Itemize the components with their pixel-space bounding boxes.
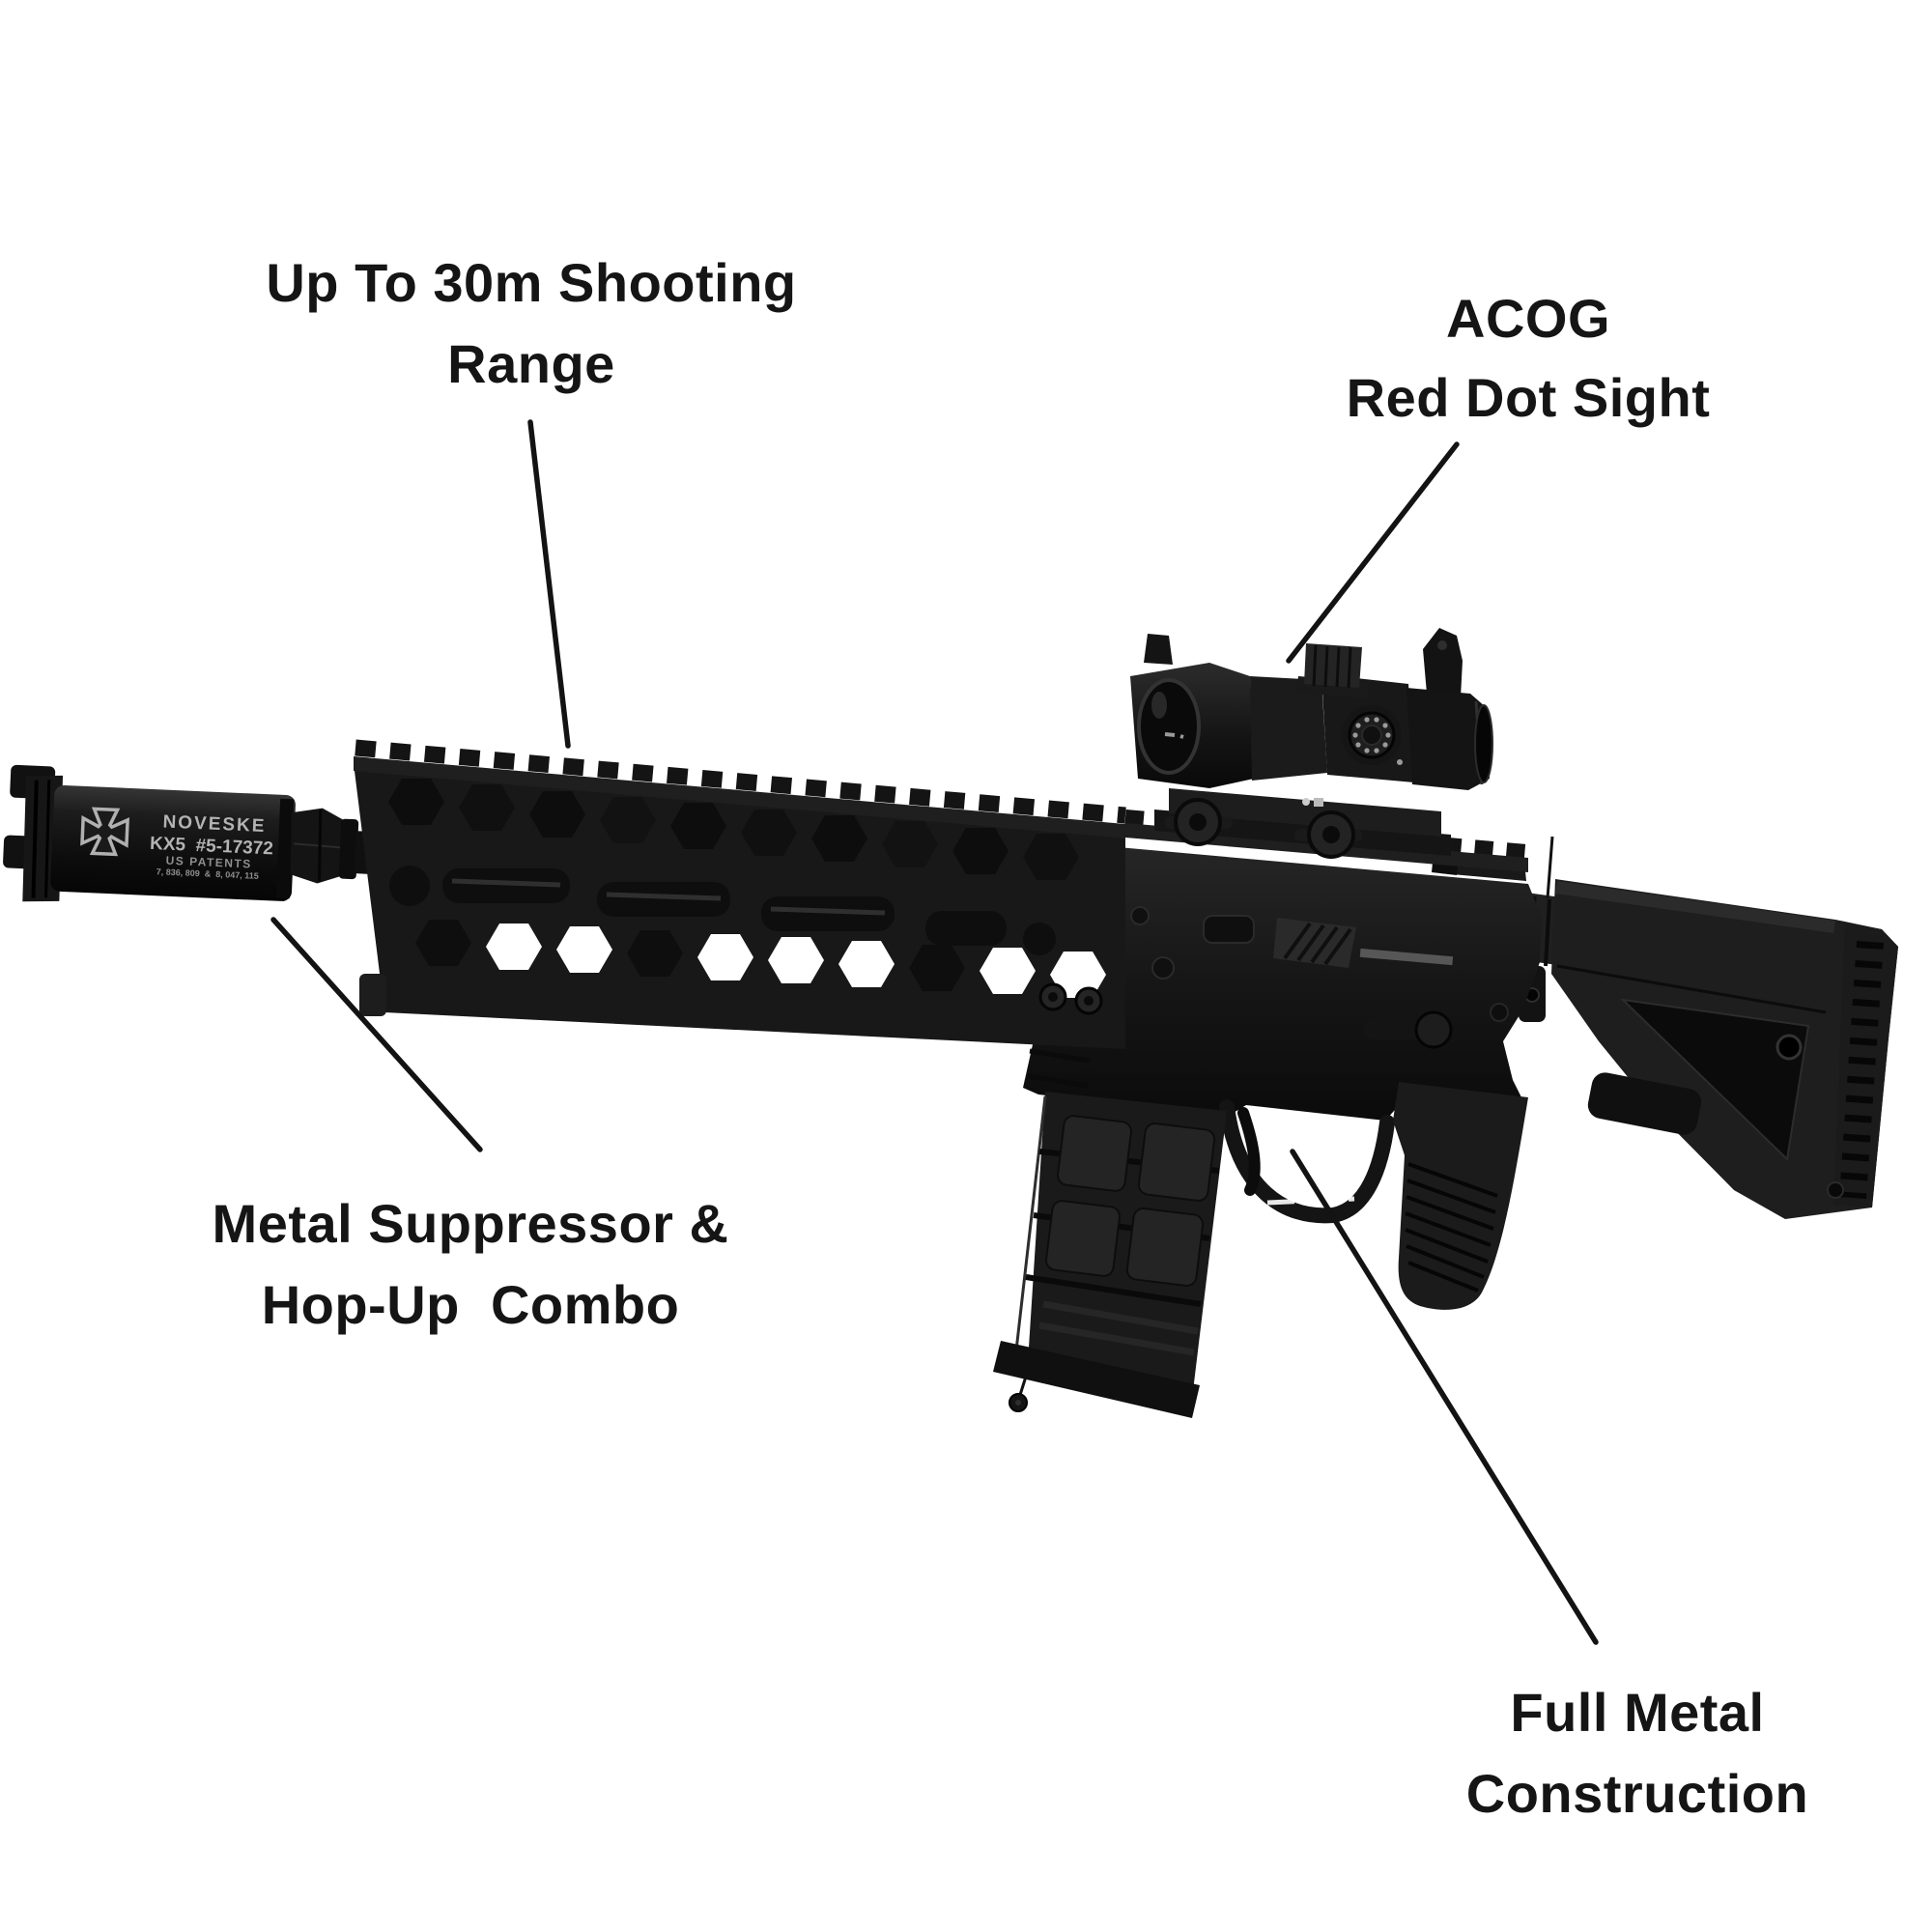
acog-scope [1130,628,1493,859]
buffer-tube-ring [1544,898,1551,967]
callout-line-suppressor [270,917,483,1152]
lens-marking [1164,732,1176,737]
handguard-screws [1038,982,1103,1015]
illumination-dial-cap [1361,724,1382,746]
annotation-labels: Up To 30m Shooting Range ACOG Red Dot Si… [213,252,1808,1824]
callout-line-optic [1286,441,1460,664]
trigger-guard-slits [1266,1196,1355,1206]
label-shooting-range-line1: Up To 30m Shooting [266,252,796,313]
lens-glint [1151,692,1167,719]
pivot-pin [1130,906,1150,925]
serial-strip [1359,948,1454,966]
hex-facet [318,810,323,882]
handguard-front-lip [359,974,386,1016]
rear-pin [1490,1003,1509,1022]
mount-thumb-nut-core [1189,813,1207,831]
stock-window [1620,998,1810,1162]
trigger [1237,1107,1261,1196]
label-optic-line1: ACOG [1446,288,1610,349]
stock-screw [1827,1181,1844,1199]
illumination-dial-dots [1352,717,1391,753]
barrel-glint [606,892,722,901]
cap-groove [44,780,51,898]
handguard-mlok-slots [389,866,1056,955]
label-suppressor-line1: Metal Suppressor & [213,1193,729,1254]
stock-seam [1556,964,1827,1014]
magazine-front-edge [1014,1095,1047,1351]
scope-front-sight-blade [1144,634,1173,665]
magazine-bottom-grooves [1038,1300,1199,1356]
mount-thumb-nut-core [1322,826,1340,843]
callout-line-shooting-range [527,419,571,749]
dial-index-dot [1397,759,1403,765]
stock-top-highlight [1555,881,1835,933]
scope-top-turret [1304,643,1362,688]
noveske-cross-logo [80,807,129,857]
winding-key-dot [1015,1400,1021,1406]
label-suppressor-line2: Hop-Up Combo [262,1274,680,1335]
handguard [354,739,1528,1049]
magazine [993,1092,1227,1418]
receiver [1023,846,1542,1121]
magazine-texture-panels [1045,1115,1216,1287]
scope-eyepiece [1406,688,1490,790]
turret-knurling [1312,644,1352,689]
suppressor-patents-label: US PATENTS [165,854,252,871]
scope-body-tube [1250,676,1327,781]
bolt-catch [1203,915,1255,944]
ocular-lens [1474,704,1493,783]
receiver-body [1023,846,1542,1121]
handguard-rail-notches [355,739,1126,824]
rear-fin-hole [1437,640,1447,650]
selector-boss [1414,1010,1453,1049]
winding-key-stem [1018,1376,1028,1396]
callout-lines [270,419,1599,1645]
takedown-pin [1151,956,1175,980]
magazine-baseplate [993,1341,1200,1418]
cap-groove [31,780,39,898]
pistol-grip [1393,1082,1528,1310]
stock-latch [1587,1072,1702,1135]
label-optic-line2: Red Dot Sight [1347,367,1711,428]
scope-lens [1137,678,1201,775]
handguard-rail [354,756,1125,838]
barrel-collar [338,818,359,880]
suppressor: NOVESKE KX5 #5-17372 US PATENTS 7, 836, … [3,764,399,902]
butt-pad-ribs [1839,941,1884,1199]
sling-wire [1546,836,1554,899]
suppressor-patents-numbers: 7, 836, 809 & 8, 047, 115 [156,867,259,881]
callout-line-construction [1290,1149,1599,1645]
scope-rear-fin [1423,628,1463,697]
label-shooting-range-line2: Range [447,333,615,394]
grip-ribs [1405,1162,1498,1293]
barrel-glint [770,906,886,916]
latch-plate-hatch [1283,922,1352,966]
grip-body [1393,1082,1528,1310]
label-construction-line1: Full Metal [1510,1682,1764,1743]
suppressor-brand-text: NOVESKE [162,811,267,837]
stock [1509,836,1898,1219]
lens-marking [1179,734,1184,739]
mount-index-dot [1302,798,1310,806]
rifle-illustration: NOVESKE KX5 #5-17372 US PATENTS 7, 836, … [3,628,1898,1418]
scope-mount-bar [1169,788,1441,837]
barrel-glint [451,878,561,888]
tube-rear-ring [275,798,295,899]
stock-qd-hole [1776,1034,1803,1061]
label-construction-line2: Construction [1466,1763,1808,1824]
mount-index-square [1314,798,1323,807]
trigger-guard [1219,1099,1395,1224]
